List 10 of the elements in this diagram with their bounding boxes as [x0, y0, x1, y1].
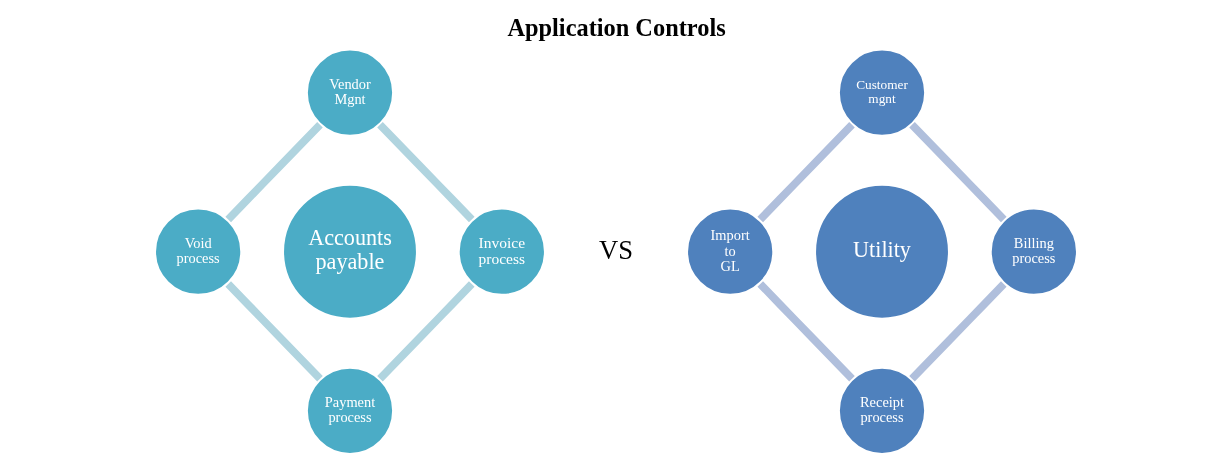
connector	[224, 280, 323, 381]
connector	[908, 280, 1007, 381]
connector	[376, 280, 475, 381]
label: VS	[598, 234, 633, 265]
connector	[908, 121, 1007, 222]
connector	[376, 121, 475, 222]
connector	[756, 121, 855, 222]
connector	[756, 280, 855, 381]
diagram-title: Application Controls	[506, 13, 726, 41]
connector	[224, 121, 323, 222]
